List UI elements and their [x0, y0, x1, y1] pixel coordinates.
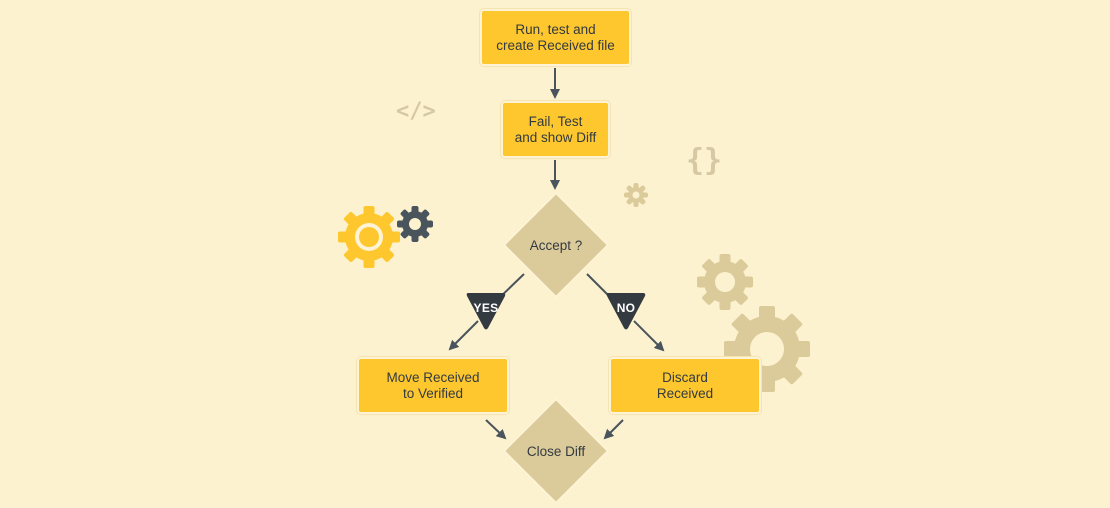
arrow-no-to-discard: [633, 320, 665, 352]
fail-test-label: Fail, Test and show Diff: [514, 113, 597, 145]
small-gear-beige-icon: [624, 183, 648, 207]
discard-received-label: Discard Received: [656, 369, 714, 401]
yellow-gear-icon: [338, 206, 400, 268]
no-branch-marker: [606, 293, 646, 330]
arrow-discard-to-close: [603, 419, 624, 440]
curly-braces-icon: {}: [686, 143, 723, 178]
run-test-node: Run, test and create Received file: [480, 9, 631, 66]
close-diff-diamond: [502, 397, 610, 505]
accept-decision-diamond: [502, 191, 610, 299]
yes-branch-marker: [466, 293, 506, 330]
dark-gear-icon: [397, 206, 433, 242]
accept-decision-label: Accept ?: [529, 237, 583, 253]
arrow-move-to-close: [485, 419, 507, 440]
no-branch-label: NO: [616, 301, 636, 315]
arrow-yes-to-move: [448, 320, 479, 351]
run-test-label: Run, test and create Received file: [496, 21, 615, 53]
code-tag-icon: </>: [396, 99, 436, 124]
discard-received-node: Discard Received: [609, 357, 761, 414]
move-received-node: Move Received to Verified: [357, 357, 509, 414]
move-received-label: Move Received to Verified: [386, 369, 480, 401]
close-diff-label: Close Diff: [526, 443, 586, 459]
fail-test-node: Fail, Test and show Diff: [501, 101, 610, 158]
yes-branch-label: YES: [473, 301, 499, 315]
medium-gear-beige-icon: [697, 254, 753, 310]
